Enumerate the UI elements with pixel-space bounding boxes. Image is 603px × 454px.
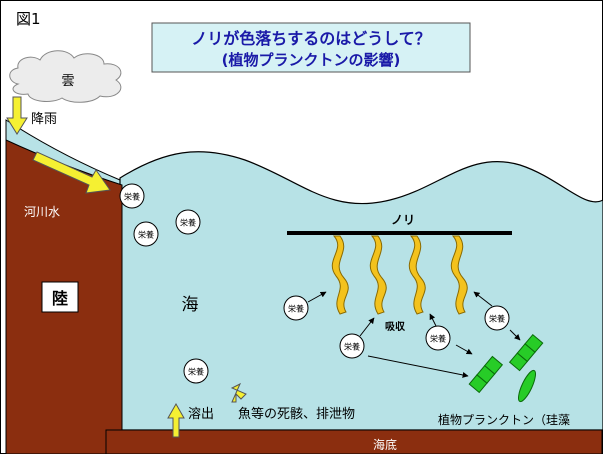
- nutrient-circles: 栄養 栄養 栄養 栄養 栄養 栄養 栄養 栄養: [119, 183, 510, 384]
- land-label: 陸: [52, 289, 68, 308]
- nutrient-circle: 栄養: [133, 221, 159, 247]
- cloud-label: 雲: [61, 74, 74, 89]
- phytoplankton-diatoms: [468, 333, 544, 403]
- nutrient-label: 栄養: [430, 334, 446, 344]
- rain-label: 降雨: [31, 112, 57, 127]
- title-line-1: ノリが色落ちするのはどうして？: [191, 29, 431, 48]
- fish-remains-label: 魚等の死骸、排泄物: [238, 406, 355, 422]
- nutrient-circle: 栄養: [339, 333, 365, 359]
- nutrient-circle: 栄養: [183, 358, 209, 384]
- arrow: [359, 317, 375, 337]
- arrow: [473, 291, 493, 307]
- nori-blade: [408, 235, 426, 315]
- nutrient-label: 栄養: [344, 342, 360, 352]
- arrow: [509, 329, 521, 341]
- title-line-2: (植物プランクトンの影響): [222, 51, 401, 69]
- nutrient-circle: 栄養: [425, 325, 451, 351]
- cloud: 雲: [9, 50, 122, 103]
- nori-blade: [331, 235, 349, 315]
- river-arrow-icon: [32, 151, 111, 194]
- dissolution-label: 溶出: [188, 407, 214, 422]
- nori-label: ノリ: [391, 213, 415, 227]
- arrow: [429, 313, 437, 327]
- nutrient-label: 栄養: [124, 192, 140, 202]
- nori-blade: [369, 235, 387, 315]
- upward-arrow-icon: [167, 402, 185, 438]
- nutrient-label: 栄養: [489, 314, 505, 324]
- nutrient-label: 栄養: [138, 230, 154, 240]
- sea-label: 海: [182, 295, 199, 315]
- nutrient-label: 栄養: [180, 218, 196, 228]
- rain-arrow-icon: [6, 96, 28, 135]
- nori-blade: [450, 235, 468, 315]
- nutrient-circle: 栄養: [119, 183, 145, 209]
- absorption-label: 吸収: [385, 321, 406, 333]
- nutrient-circle: 栄養: [283, 295, 309, 321]
- nutrient-circle: 栄養: [175, 209, 201, 235]
- arrow: [367, 355, 469, 378]
- sea-area: [119, 151, 603, 431]
- arrow: [455, 344, 473, 355]
- phytoplankton-label: 植物プランクトン（珪藻: [438, 412, 570, 427]
- land-label-box: [41, 281, 79, 313]
- figure-label: 図1: [16, 10, 41, 28]
- seabed-area: [105, 429, 603, 454]
- diatom-cell: [518, 369, 536, 403]
- up-left-arrow-icon: [230, 382, 247, 403]
- diatom-chain: [468, 355, 504, 394]
- diatom-chain: [508, 333, 544, 372]
- arrow: [307, 291, 327, 303]
- nutrient-circle: 栄養: [484, 305, 510, 331]
- title-box: [151, 22, 471, 73]
- nutrient-label: 栄養: [288, 304, 304, 314]
- nutrient-label: 栄養: [188, 367, 204, 377]
- river-water-label: 河川水: [24, 205, 60, 219]
- seabed-label: 海底: [373, 437, 397, 452]
